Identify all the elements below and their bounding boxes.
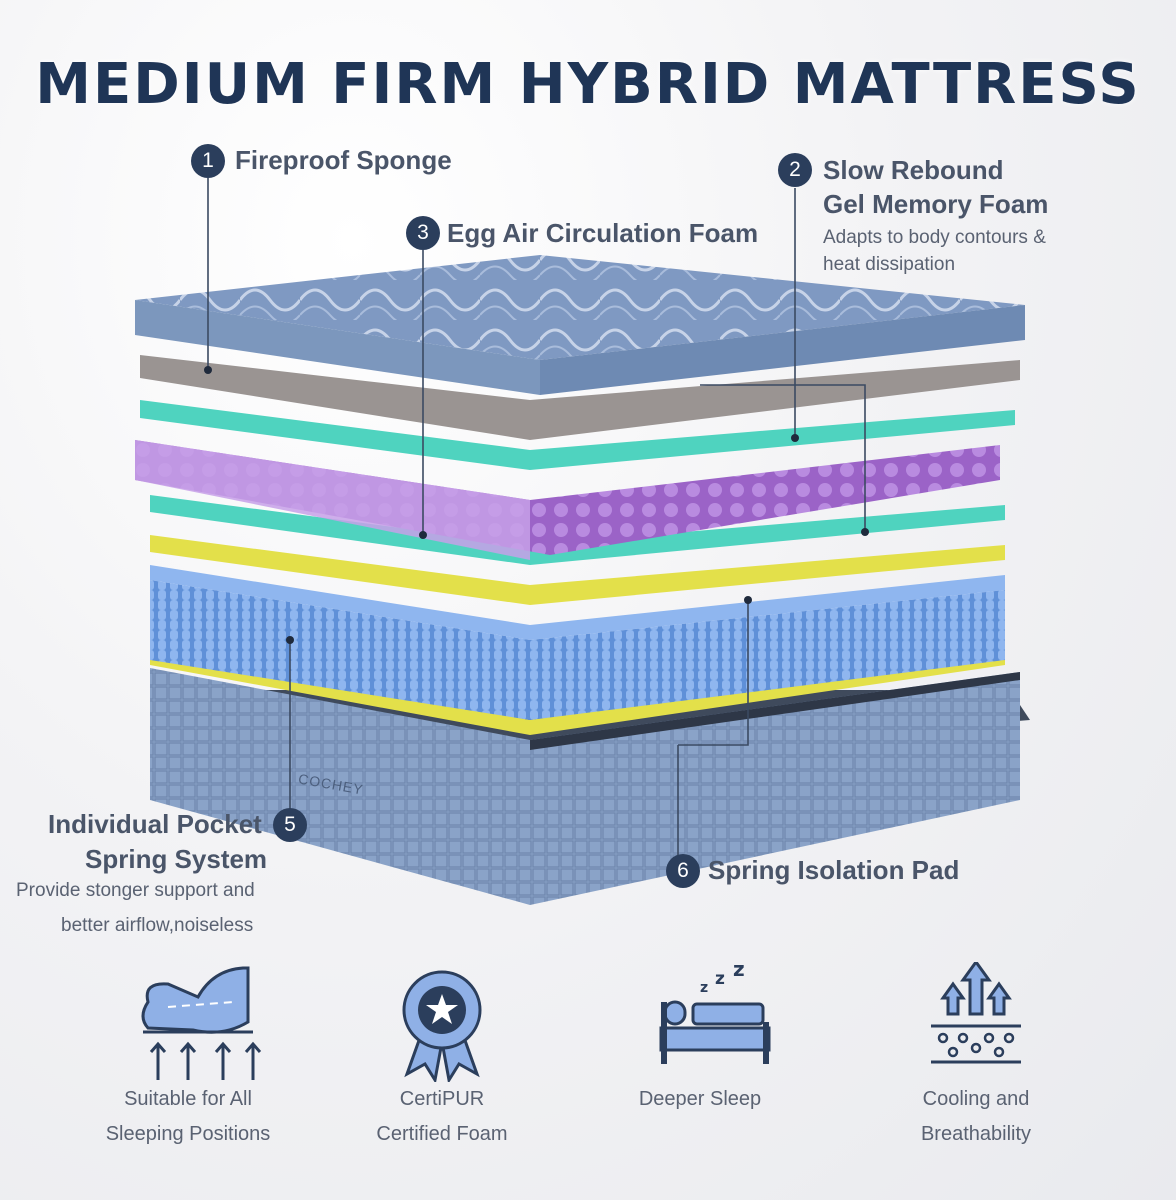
isolation-pad-upper [150,535,1005,605]
feature-caption-line1: Suitable for All [124,1088,252,1110]
feature-cooling: Cooling and Breathability [876,962,1076,1152]
top-cover [135,255,1025,395]
label-gel-memory-foam-line1: Slow Rebound [823,155,1004,185]
badge-1: 1 [191,144,225,178]
feature-deeper-sleep: z z z Deeper Sleep [600,962,800,1117]
svg-text:z: z [715,969,725,989]
gel-foam-upper [140,400,1015,470]
feature-caption-line1: CertiPUR [399,1088,485,1110]
label-egg-air-circulation-foam: Egg Air Circulation Foam [447,218,759,248]
feature-caption-line1: Cooling and [922,1088,1030,1110]
svg-text:z: z [733,962,745,981]
sleeping-person-icon: z z z [659,962,771,1064]
desc-gel-memory-foam-line1: Adapts to body contours & [823,227,1046,248]
badge-6: 6 [666,854,700,888]
feature-caption-line2: Sleeping Positions [105,1123,271,1145]
fireproof-sponge-layer [140,355,1020,440]
feature-caption-line1: Deeper Sleep [638,1088,762,1110]
airflow-icon [931,962,1021,1064]
certified-badge-icon [402,970,482,1082]
isolation-pad-lower [150,650,1005,735]
feature-caption-line2: Certified Foam [376,1123,508,1145]
label-pocket-spring-line1: Individual Pocket [48,809,262,839]
pocket-spring-block [150,565,1005,720]
feature-sleeping-positions: Suitable for All Sleeping Positions [88,962,288,1152]
leader-dots [204,366,869,644]
badge-5: 5 [273,808,307,842]
label-spring-isolation-pad: Spring Isolation Pad [708,855,960,885]
badge-3: 3 [406,216,440,250]
feature-certipur: CertiPUR Certified Foam [342,962,542,1152]
svg-text:z: z [700,980,708,996]
feature-caption-line2: Breathability [920,1123,1032,1145]
badge-2: 2 [778,153,812,187]
desc-gel-memory-foam-line2: heat dissipation [823,254,956,275]
sleeping-positions-icon [141,966,262,1080]
label-pocket-spring-line2: Spring System [85,844,268,874]
label-fireproof-sponge: Fireproof Sponge [235,145,452,175]
page-title: MEDIUM FIRM HYBRID MATTRESS [35,52,1141,117]
mattress-layers-illustration [135,178,1030,905]
desc-pocket-spring-line2: better airflow,noiseless [61,915,254,936]
gel-foam-lower [150,495,1005,565]
desc-pocket-spring-line1: Provide stonger support and [16,880,255,901]
egg-crate-foam [135,440,1000,560]
label-gel-memory-foam-line2: Gel Memory Foam [823,189,1049,219]
leader-lines [207,178,866,860]
